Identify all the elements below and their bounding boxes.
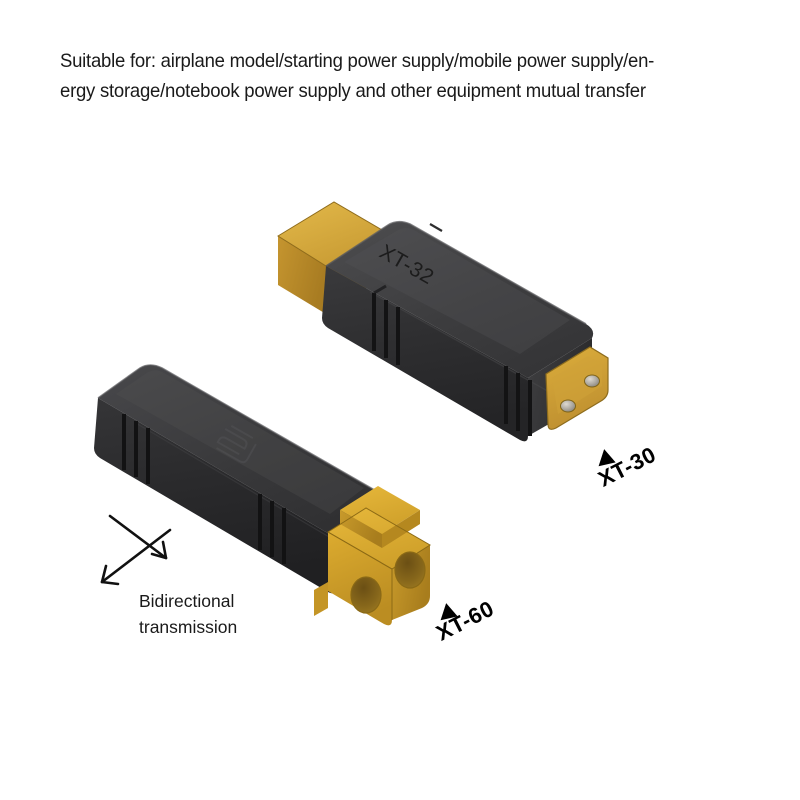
adapter-bottom-body [94,364,385,594]
grip-ribs-left-bottom [122,414,150,484]
adapter-bottom-svg [94,364,431,626]
adapter-top-svg: XT-32 [277,201,609,442]
contact-pin-1 [560,400,576,412]
xt60-female-socket [314,486,431,626]
bidirectional-transmission-label: Bidirectional transmission [139,591,238,637]
adapter-top-illustration: XT-32 [270,178,690,498]
contact-pin-2 [584,375,600,387]
adapter-bottom-illustration [78,332,498,652]
bidirectional-arrows-icon [100,514,172,586]
grip-ribs-right-top [504,366,532,436]
adapter-top-body [322,220,594,442]
product-description-text: Suitable for: airplane model/starting po… [60,50,655,102]
embossed-brand-logo [216,425,257,464]
grip-ribs-left-top [372,284,400,365]
socket-bore-group [350,551,426,614]
xt30-female-socket [545,346,609,430]
grip-ribs-right-bottom [258,494,286,564]
socket-bore-1 [351,577,381,613]
socket-bore-2 [395,552,425,588]
